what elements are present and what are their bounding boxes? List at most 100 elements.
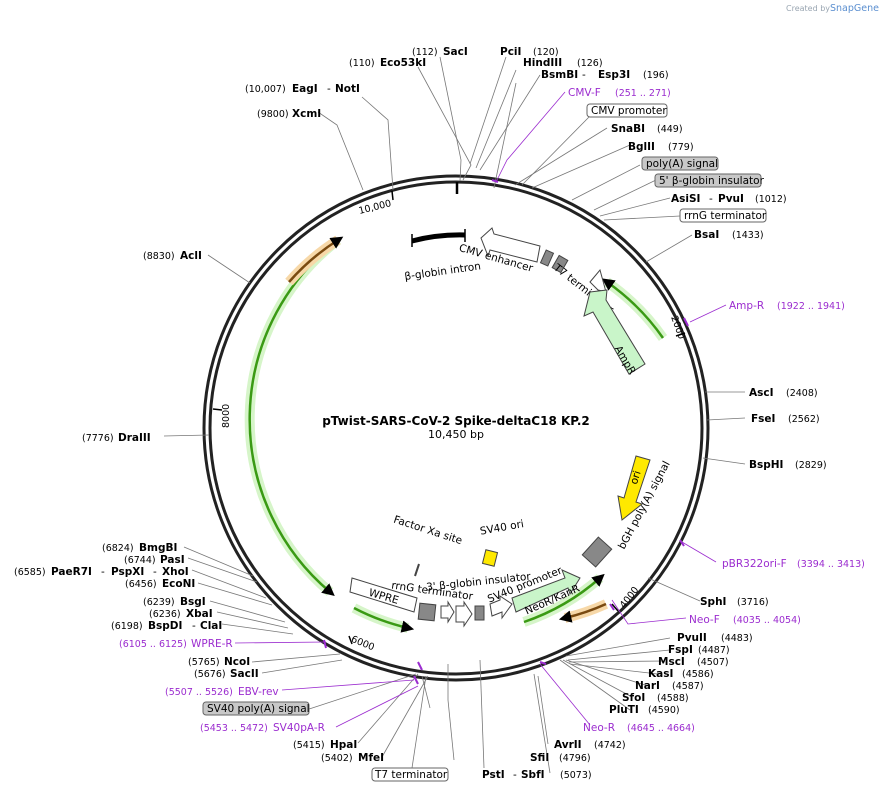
site-name[interactable]: PciI: [500, 46, 521, 58]
credit-prefix: Created by: [786, 4, 830, 13]
boxed-labels: CMV promoter poly(A) signal 5' β-globin …: [202, 103, 767, 782]
polya-box: [641, 156, 719, 171]
svg-text:-: -: [192, 620, 196, 632]
sv40-polya-label[interactable]: SV40 poly(A) signal: [207, 703, 310, 715]
site-name[interactable]: BglII: [628, 141, 655, 153]
factor-xa-label: Factor Xa site: [392, 514, 464, 547]
primer-name[interactable]: CMV-F: [568, 87, 601, 99]
bgh-box: [581, 536, 613, 568]
site-name[interactable]: MscI: [658, 656, 685, 668]
rrng-term-label[interactable]: rrnG terminator: [684, 210, 767, 222]
neor-arrow: [511, 569, 581, 613]
site-name[interactable]: EagI: [292, 83, 318, 95]
site-name[interactable]: SfoI: [622, 692, 645, 704]
site-pos: (5415): [293, 740, 325, 751]
site-name[interactable]: BsmBI: [541, 69, 578, 81]
site-pos: (6824): [102, 543, 134, 554]
factor-xa-mark: [414, 563, 420, 577]
primer-name[interactable]: Neo-F: [689, 614, 720, 626]
primer-name[interactable]: pBR322ori-F: [722, 558, 787, 570]
site-name[interactable]: EcoNI: [162, 578, 195, 590]
primer-labels: CMV-F (251 .. 271) Amp-R (1922 .. 1941) …: [119, 87, 865, 734]
site-name[interactable]: NotI: [335, 83, 360, 95]
site-name[interactable]: SbfI: [521, 769, 545, 781]
site-name[interactable]: PluTI: [609, 704, 639, 716]
primer-name[interactable]: EBV-rev: [238, 686, 279, 698]
site-name[interactable]: AclI: [180, 250, 202, 262]
site-name[interactable]: Eco53kI: [380, 57, 426, 69]
site-pos: (126): [577, 58, 603, 69]
site-name[interactable]: NcoI: [224, 656, 250, 668]
primer-range: (1922 .. 1941): [777, 301, 845, 312]
site-name[interactable]: AvrII: [554, 739, 582, 751]
site-labels: (112) SacI PciI (120) (110) Eco53kI Hind…: [14, 46, 827, 781]
site-pos: (10,007): [245, 84, 286, 95]
site-name[interactable]: NarI: [635, 680, 660, 692]
site-name[interactable]: SfiI: [530, 752, 549, 764]
site-pos: (5765): [188, 657, 220, 668]
site-name[interactable]: MfeI: [358, 752, 384, 764]
svg-text:-: -: [327, 83, 331, 95]
site-name[interactable]: XbaI: [186, 608, 213, 620]
site-pos: (9800): [257, 109, 289, 120]
primer-range: (3394 .. 3413): [797, 559, 865, 570]
site-pos: (4487): [698, 645, 730, 656]
site-name[interactable]: XhoI: [162, 566, 189, 578]
site-name[interactable]: FseI: [751, 413, 775, 425]
site-name[interactable]: PvuII: [677, 632, 707, 644]
site-pos: (4483): [721, 633, 753, 644]
site-name[interactable]: PaeR7I: [51, 566, 92, 578]
backbone-outer: [202, 174, 710, 682]
sv40-promoter-arrow: [489, 595, 513, 620]
cmv-promoter-label[interactable]: CMV promoter: [591, 105, 667, 117]
site-name[interactable]: SphI: [700, 596, 726, 608]
rrng-arrow: [440, 600, 455, 624]
site-name[interactable]: PspXI: [111, 566, 144, 578]
site-pos: (6239): [143, 597, 175, 608]
site-name[interactable]: BsgI: [180, 596, 206, 608]
site-pos: (5402): [321, 753, 353, 764]
site-name[interactable]: Esp3I: [598, 69, 630, 81]
site-name[interactable]: BmgBI: [139, 542, 177, 554]
site-name[interactable]: SacI: [443, 46, 468, 58]
site-name[interactable]: KasI: [648, 668, 673, 680]
site-name[interactable]: BspHI: [749, 459, 783, 471]
site-name[interactable]: SacII: [230, 668, 259, 680]
site-name[interactable]: PstI: [482, 769, 505, 781]
site-name[interactable]: BspDI: [148, 620, 182, 632]
site-pos: (120): [533, 47, 559, 58]
primer-name[interactable]: Amp-R: [729, 300, 764, 312]
t7-term-label[interactable]: T7 terminator: [374, 769, 448, 781]
site-name[interactable]: BsaI: [694, 229, 719, 241]
site-pos: (6198): [111, 621, 143, 632]
polya-label[interactable]: poly(A) signal: [646, 158, 718, 170]
site-pos: (112): [412, 47, 438, 58]
site-pos: (2562): [788, 414, 820, 425]
primer-name[interactable]: Neo-R: [583, 722, 615, 734]
site-name[interactable]: DraIII: [118, 432, 151, 444]
ampr-arrow: [583, 289, 646, 375]
svg-text:-: -: [101, 566, 105, 578]
site-pos: (449): [657, 124, 683, 135]
site-name[interactable]: FspI: [668, 644, 693, 656]
site-name[interactable]: PasI: [160, 554, 185, 566]
site-name[interactable]: HpaI: [330, 739, 357, 751]
site-name[interactable]: AscI: [749, 387, 774, 399]
site-name[interactable]: XcmI: [292, 108, 321, 120]
grey-box: [417, 602, 437, 622]
primer-name[interactable]: WPRE-R: [191, 638, 233, 650]
site-name[interactable]: ClaI: [200, 620, 222, 632]
primer-name[interactable]: SV40pA-R: [273, 722, 325, 734]
site-pos: (6236): [149, 609, 181, 620]
tick-mark: [391, 190, 394, 201]
site-pos: (1012): [755, 194, 787, 205]
site-name[interactable]: HindIII: [523, 57, 562, 69]
site-name[interactable]: SnaBI: [611, 123, 645, 135]
sv40-polya-box: [202, 701, 310, 716]
site-pos: (2408): [786, 388, 818, 399]
b-globin-5-label[interactable]: 5' β-globin insulator: [659, 175, 765, 187]
site-name[interactable]: PvuI: [718, 193, 744, 205]
site-name[interactable]: AsiSI: [671, 193, 700, 205]
wpre-arrow: [349, 577, 418, 613]
